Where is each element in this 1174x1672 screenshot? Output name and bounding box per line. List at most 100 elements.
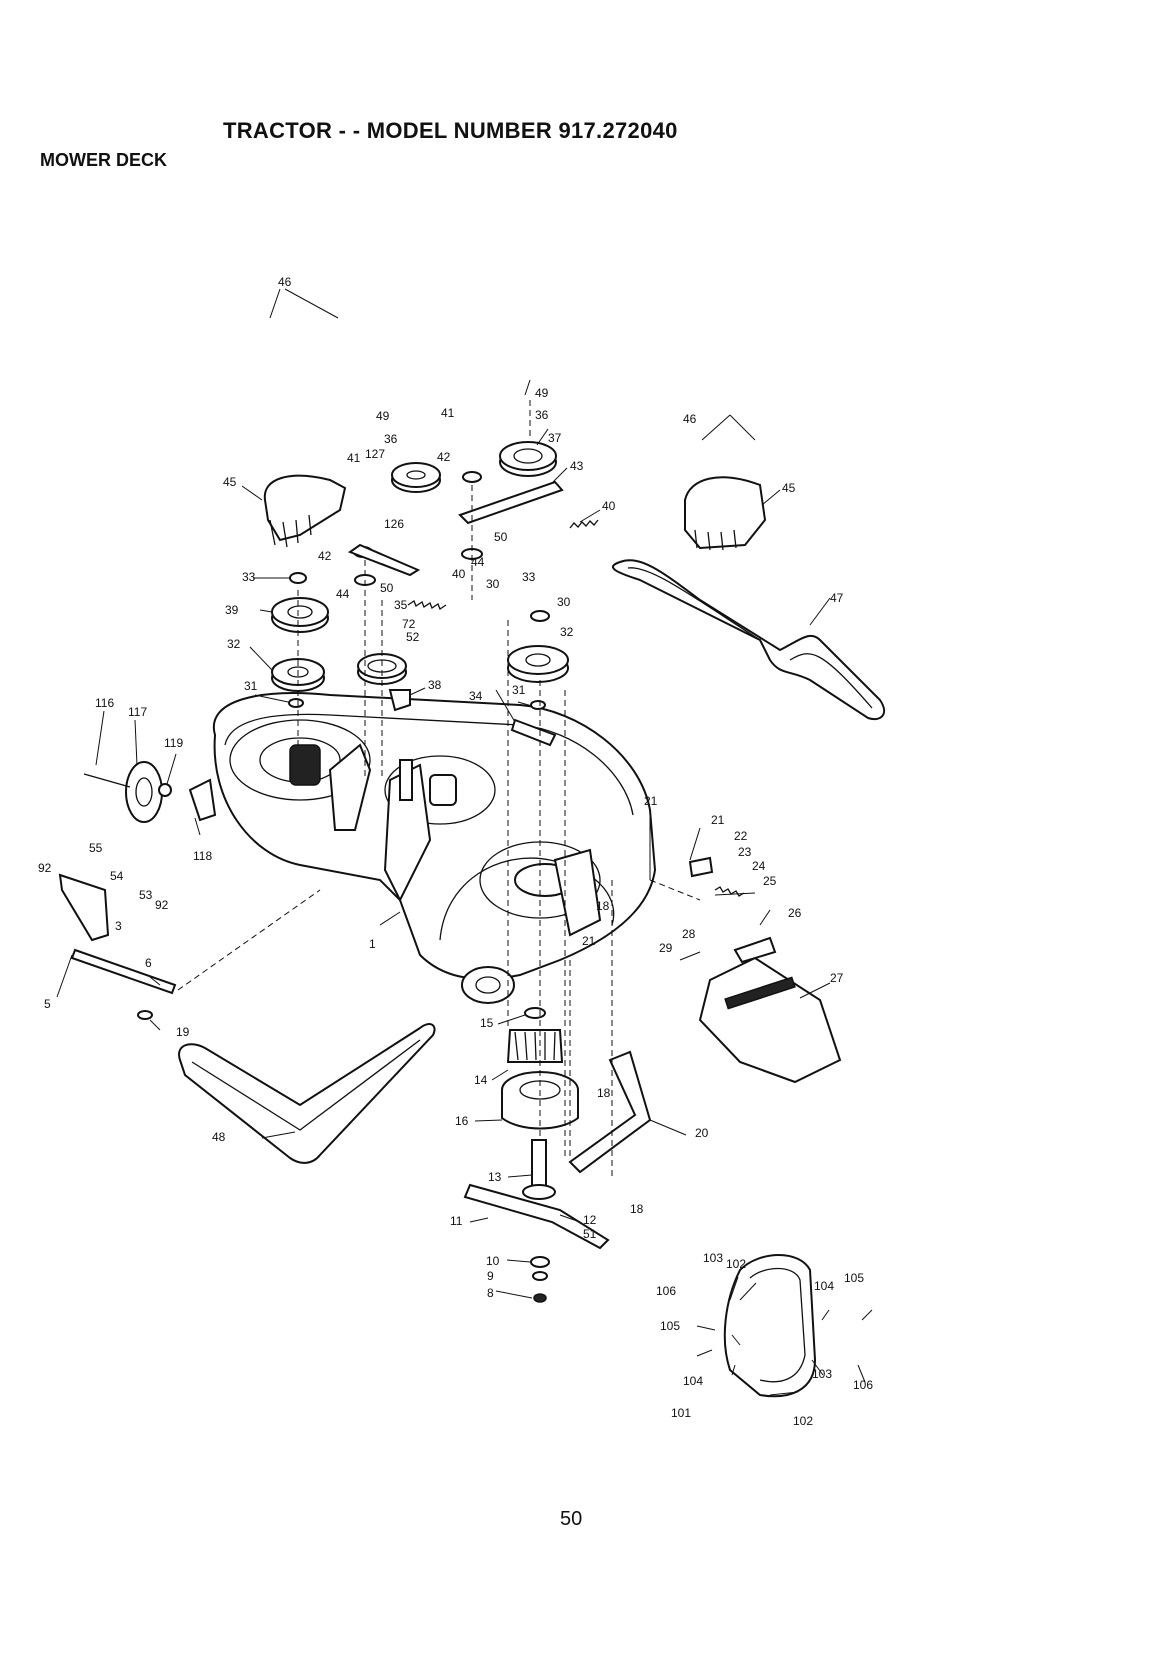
callout-126: 126 xyxy=(384,517,404,531)
callout-72: 72 xyxy=(402,617,416,631)
callout-3: 3 xyxy=(115,919,122,933)
mower-blade-11 xyxy=(463,1183,610,1250)
washer-31-left xyxy=(288,698,304,708)
callout-33b: 33 xyxy=(522,570,536,584)
callout-18c: 18 xyxy=(630,1202,644,1216)
bracket-34 xyxy=(510,718,557,747)
page-number: 50 xyxy=(560,1508,583,1530)
callout-106a: 106 xyxy=(656,1284,676,1298)
callout-40b: 40 xyxy=(452,567,466,581)
callout-labels: 46 49 41 49 36 36 37 46 127 41 42 43 45 … xyxy=(38,275,873,1428)
hex-nut-33-right xyxy=(530,610,550,622)
callout-105a: 105 xyxy=(844,1271,864,1285)
callout-6: 6 xyxy=(145,956,152,970)
bolt-19 xyxy=(137,1010,153,1020)
callout-39: 39 xyxy=(225,603,239,617)
callout-40a: 40 xyxy=(602,499,616,513)
drive-belt-47 xyxy=(612,559,886,720)
callout-8: 8 xyxy=(487,1286,494,1300)
callout-13: 13 xyxy=(488,1170,502,1184)
callout-48: 48 xyxy=(212,1130,226,1144)
callout-119: 119 xyxy=(164,736,183,750)
callout-44b: 44 xyxy=(336,587,350,601)
callout-43: 43 xyxy=(570,459,584,473)
callout-46a: 46 xyxy=(278,275,292,289)
callout-102a: 102 xyxy=(726,1257,746,1271)
callout-92b: 92 xyxy=(155,898,169,912)
lift-link-6 xyxy=(70,948,177,995)
callout-32a: 32 xyxy=(227,637,241,651)
callout-46b: 46 xyxy=(683,412,697,426)
callout-50b: 50 xyxy=(380,581,394,595)
bracket-38 xyxy=(388,689,411,712)
callout-117: 117 xyxy=(128,705,147,719)
idler-pulley-39 xyxy=(271,597,329,633)
callout-31a: 31 xyxy=(244,679,258,693)
callout-16: 16 xyxy=(455,1114,469,1128)
callout-53: 53 xyxy=(139,888,153,902)
callout-92a: 92 xyxy=(38,861,52,875)
callout-5: 5 xyxy=(44,997,51,1011)
callout-31b: 31 xyxy=(512,683,526,697)
idler-pulley-127 xyxy=(391,462,441,493)
deflector-rod-20 xyxy=(568,1050,652,1174)
callout-10: 10 xyxy=(486,1254,500,1268)
gauge-wheel-left xyxy=(83,761,172,823)
callout-29: 29 xyxy=(659,941,673,955)
washer-31-right xyxy=(530,700,546,710)
linkage-bracket-3 xyxy=(58,873,110,942)
callout-22: 22 xyxy=(734,829,748,843)
idler-arm-43 xyxy=(458,480,564,525)
callout-34: 34 xyxy=(469,689,483,703)
callout-1: 1 xyxy=(369,937,376,951)
callout-20: 20 xyxy=(695,1126,709,1140)
callout-23: 23 xyxy=(738,845,752,859)
callout-103b: 103 xyxy=(812,1367,832,1381)
callout-11: 11 xyxy=(450,1214,463,1228)
callout-18b: 18 xyxy=(597,1086,611,1100)
callout-21b: 21 xyxy=(711,813,725,827)
callout-41b: 41 xyxy=(347,451,361,465)
callout-30a: 30 xyxy=(486,577,500,591)
callout-30b: 30 xyxy=(557,595,571,609)
mulch-cover-101 xyxy=(723,1254,817,1398)
callout-35: 35 xyxy=(394,598,408,612)
blade-belt-48 xyxy=(178,1023,436,1164)
callout-102b: 102 xyxy=(793,1414,813,1428)
callout-44a: 44 xyxy=(471,555,485,569)
callout-101: 101 xyxy=(671,1406,691,1420)
callout-19: 19 xyxy=(176,1025,190,1039)
spring-40-right xyxy=(569,519,599,529)
callout-18a: 18 xyxy=(596,899,610,913)
callout-15: 15 xyxy=(480,1016,494,1030)
callout-104a: 104 xyxy=(814,1279,834,1293)
callout-106b: 106 xyxy=(853,1378,873,1392)
washer-42-center xyxy=(462,471,482,483)
idler-pulley-52 xyxy=(357,653,407,685)
callout-54: 54 xyxy=(110,869,124,883)
callout-50a: 50 xyxy=(494,530,508,544)
section-subtitle: MOWER DECK xyxy=(40,150,167,170)
mower-deck-housing xyxy=(188,692,657,980)
callout-49a: 49 xyxy=(376,409,390,423)
pulley-32-right xyxy=(507,645,569,683)
callout-49b: 49 xyxy=(535,386,549,400)
callout-51: 51 xyxy=(583,1227,597,1241)
chute-hinge-parts xyxy=(688,856,745,897)
callout-103a: 103 xyxy=(703,1251,723,1265)
spring-40-center xyxy=(407,600,447,610)
callout-28: 28 xyxy=(682,927,696,941)
leader-lines xyxy=(56,288,873,1396)
idler-arm-126 xyxy=(347,543,421,577)
alignment-lines xyxy=(177,400,701,1180)
callout-33a: 33 xyxy=(242,570,256,584)
callout-42b: 42 xyxy=(318,549,332,563)
callout-118: 118 xyxy=(193,849,212,863)
callout-27: 27 xyxy=(830,971,844,985)
callout-116: 116 xyxy=(95,696,114,710)
callout-36b: 36 xyxy=(535,408,549,422)
callout-38: 38 xyxy=(428,678,442,692)
callout-25: 25 xyxy=(763,874,777,888)
callout-127: 127 xyxy=(365,447,385,461)
